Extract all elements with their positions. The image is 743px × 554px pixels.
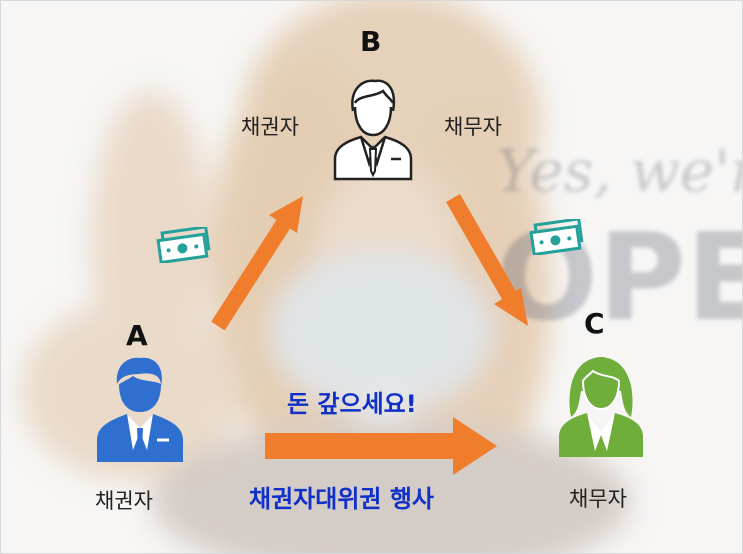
node-c-role: 채무자 [569, 487, 627, 511]
businessman-icon [97, 357, 183, 462]
arrow-a-to-c-head [453, 417, 497, 475]
node-b-letter: B [360, 25, 382, 58]
arrow-b-to-c [446, 194, 517, 301]
node-b-role-debtor: 채무자 [444, 115, 502, 139]
arrow-a-to-c [265, 433, 457, 459]
action-caption: 채권자대위권 행사 [249, 485, 434, 513]
demand-caption: 돈 갚으세요! [287, 390, 417, 418]
businessman-outline-icon [333, 79, 413, 181]
node-c-letter: C [584, 307, 605, 340]
cash-bills-icon [156, 227, 211, 263]
arrow-b-to-c-head [494, 288, 528, 326]
businesswoman-icon [559, 357, 643, 457]
node-b-role-creditor: 채권자 [241, 115, 299, 139]
node-a-role: 채권자 [95, 489, 153, 513]
node-a-letter: A [126, 319, 148, 352]
arrow-a-to-b-head [269, 196, 303, 233]
cash-bills-icon [529, 219, 584, 255]
arrow-a-to-b [211, 215, 293, 331]
